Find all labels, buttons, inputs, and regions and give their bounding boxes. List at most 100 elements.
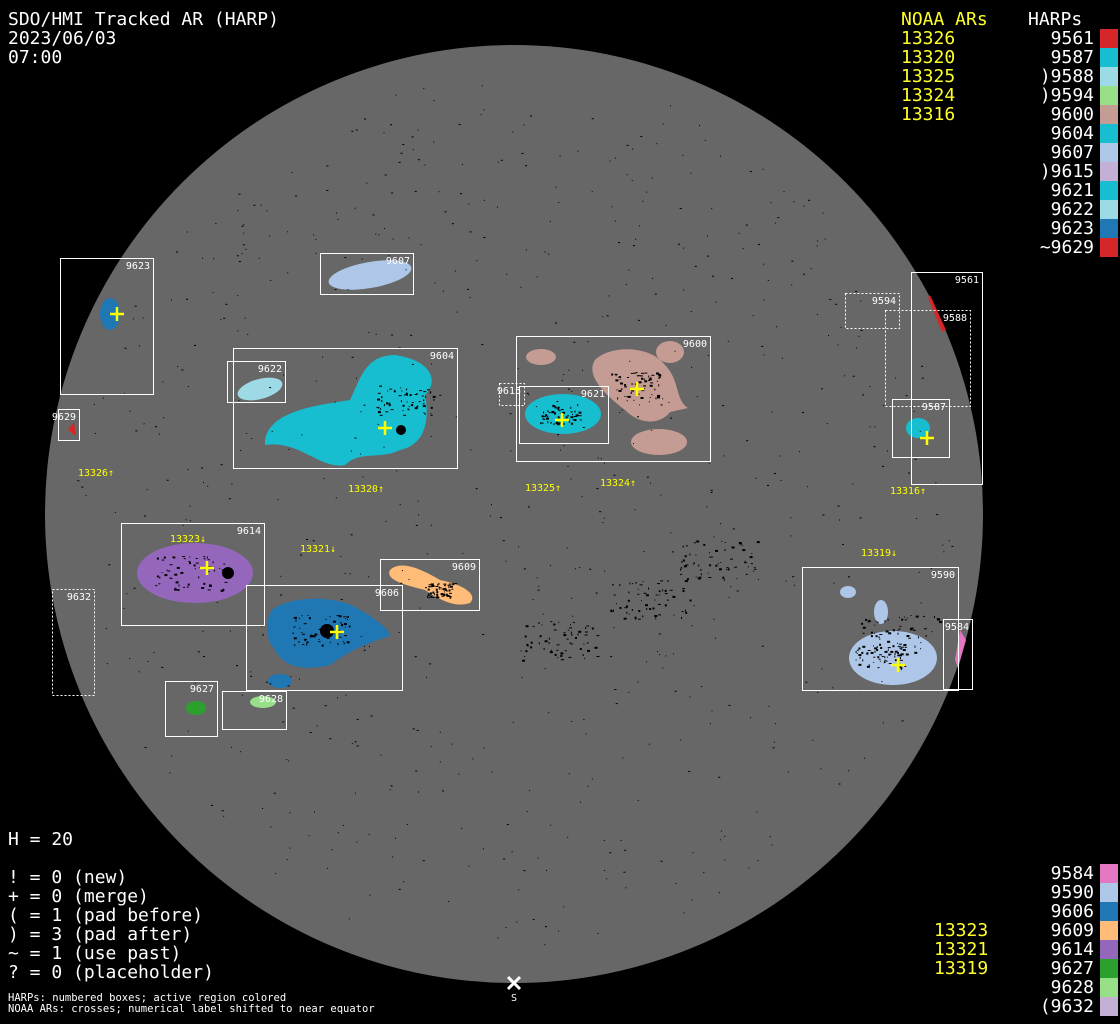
- noaa-ar-label: 13324↑: [600, 478, 636, 489]
- harp-box-9629[interactable]: 9629: [52, 409, 80, 441]
- harp-color-swatch: [1100, 940, 1118, 959]
- harp-box-9614[interactable]: 9614: [121, 523, 265, 626]
- sunspot: [222, 567, 234, 579]
- region-9590: [849, 631, 937, 685]
- harp-id: 9614: [1050, 939, 1094, 960]
- region-9627: [186, 701, 206, 715]
- harp-legend-row: 9614: [1014, 939, 1118, 960]
- harp-box-9622[interactable]: 9622: [227, 361, 286, 403]
- harp-color-swatch: [1100, 162, 1118, 181]
- harp-box-label: 9621: [581, 389, 605, 400]
- harp-box-9584[interactable]: 9584: [943, 619, 973, 690]
- noaa-ar-item: 13323: [934, 920, 989, 941]
- harp-box-9590[interactable]: 9590: [802, 567, 959, 691]
- harp-legend-row: 9628: [1014, 977, 1118, 998]
- note-harps: HARPs: numbered boxes; active region col…: [8, 992, 287, 1004]
- harp-color-swatch: [1100, 124, 1118, 143]
- harp-id: )9615: [1039, 161, 1094, 182]
- status-count-line: ~ = 1 (use past): [8, 943, 182, 964]
- date: 2023/06/03: [8, 28, 117, 49]
- harp-box-label: 9627: [190, 684, 214, 695]
- harp-box-9628[interactable]: 9628: [222, 691, 287, 730]
- harp-box-9600[interactable]: 9600: [516, 336, 711, 462]
- harp-legend-row: 9584: [1014, 863, 1118, 884]
- south-label: S: [511, 993, 517, 1004]
- harp-color-swatch: [1100, 143, 1118, 162]
- status-count-line: ( = 1 (pad before): [8, 905, 204, 926]
- harp-legend-row: 9622: [1014, 199, 1118, 220]
- harp-box-label: 9628: [259, 694, 283, 705]
- harp-box-9594[interactable]: 9594: [845, 293, 900, 329]
- noaa-ar-item: 13324: [901, 85, 956, 106]
- noaa-ar-item: 13320: [901, 47, 956, 68]
- harp-id: 9609: [1050, 920, 1094, 941]
- harp-box-9588[interactable]: 9588: [885, 310, 971, 407]
- harp-box-label: 9584: [945, 622, 969, 633]
- harp-box-label: 9600: [683, 339, 707, 350]
- region-9590c: [874, 600, 888, 624]
- noaa-ar-label: 13326↑: [78, 468, 114, 479]
- region-9622: [237, 377, 283, 401]
- harp-box-9621[interactable]: 9621: [519, 386, 609, 444]
- noaa-ar-item: 13319: [934, 958, 989, 979]
- title: SDO/HMI Tracked AR (HARP): [8, 9, 279, 30]
- harp-box-9632[interactable]: 9632: [52, 589, 95, 696]
- region-9600: [592, 349, 688, 422]
- harp-id: )9588: [1039, 66, 1094, 87]
- harp-id: 9584: [1050, 863, 1094, 884]
- harp-legend-row: 9606: [1014, 901, 1118, 922]
- harp-box-9623[interactable]: 9623: [60, 258, 154, 395]
- noaa-cross-icon: [555, 413, 569, 427]
- harp-id: 9628: [1050, 977, 1094, 998]
- harp-id: ~9629: [1039, 237, 1094, 258]
- harp-count: H = 20: [8, 829, 74, 850]
- harp-color-swatch: [1100, 181, 1118, 200]
- harp-box-9606[interactable]: 9606: [246, 585, 403, 691]
- solar-disc: [45, 45, 983, 983]
- harp-id: 9604: [1050, 123, 1094, 144]
- harp-box-9604[interactable]: 9604: [233, 348, 458, 469]
- region-9614: [137, 543, 253, 603]
- harp-box-9615[interactable]: 9615: [497, 383, 525, 406]
- noaa-cross-icon: [110, 307, 124, 321]
- harp-color-swatch: [1100, 219, 1118, 238]
- harp-box-label: 9561: [955, 275, 979, 286]
- harp-box-9609[interactable]: 9609: [380, 559, 480, 611]
- harp-legend-row: 9561: [1014, 28, 1118, 49]
- harp-box-label: 9604: [430, 351, 454, 362]
- harp-color-swatch: [1100, 921, 1118, 940]
- noaa-crosses: [110, 307, 934, 672]
- status-count-line: + = 0 (merge): [8, 886, 149, 907]
- harp-box-label: 9588: [943, 313, 967, 324]
- harp-box-label: 9632: [67, 592, 91, 603]
- noaa-header: NOAA ARs: [901, 9, 988, 30]
- noaa-ar-label: 13319↓: [861, 548, 897, 559]
- noaa-ar-label: 13321↓: [300, 544, 336, 555]
- harp-box-label: 9590: [931, 570, 955, 581]
- harp-box-9607[interactable]: 9607: [320, 253, 414, 295]
- noaa-cross-icon: [200, 561, 214, 575]
- harp-legend-row: 9609: [1014, 920, 1118, 941]
- region-9600d: [631, 429, 687, 455]
- harp-legend-row: )9588: [1014, 66, 1118, 87]
- noaa-ar-item: 13325: [901, 66, 956, 87]
- harp-id: 9621: [1050, 180, 1094, 201]
- note-noaa: NOAA ARs: crosses; numerical label shift…: [8, 1003, 375, 1015]
- harp-color-swatch: [1100, 959, 1118, 978]
- harp-color-swatch: [1100, 105, 1118, 124]
- harp-legend-row: 9587: [1014, 47, 1118, 68]
- region-9600b: [656, 341, 684, 363]
- harp-box-label: 9606: [375, 588, 399, 599]
- harp-box-label: 9615: [497, 386, 521, 397]
- harp-box-9587[interactable]: 9587: [892, 399, 950, 458]
- noaa-ar-label: 13325↑: [525, 483, 561, 494]
- harp-box-label: 9609: [452, 562, 476, 573]
- harp-box-9627[interactable]: 9627: [165, 681, 218, 737]
- region-9590b: [840, 586, 856, 598]
- region-9604: [265, 355, 432, 466]
- harp-boxes: 9623 9607 9604 9622 9629 9600 9615 9621 9594 9561…: [52, 253, 983, 737]
- noaa-cross-icon: [378, 421, 392, 435]
- noaa-cross-icon: [330, 625, 344, 639]
- region-9561: [928, 295, 946, 332]
- harp-box-9561[interactable]: 9561: [911, 272, 983, 485]
